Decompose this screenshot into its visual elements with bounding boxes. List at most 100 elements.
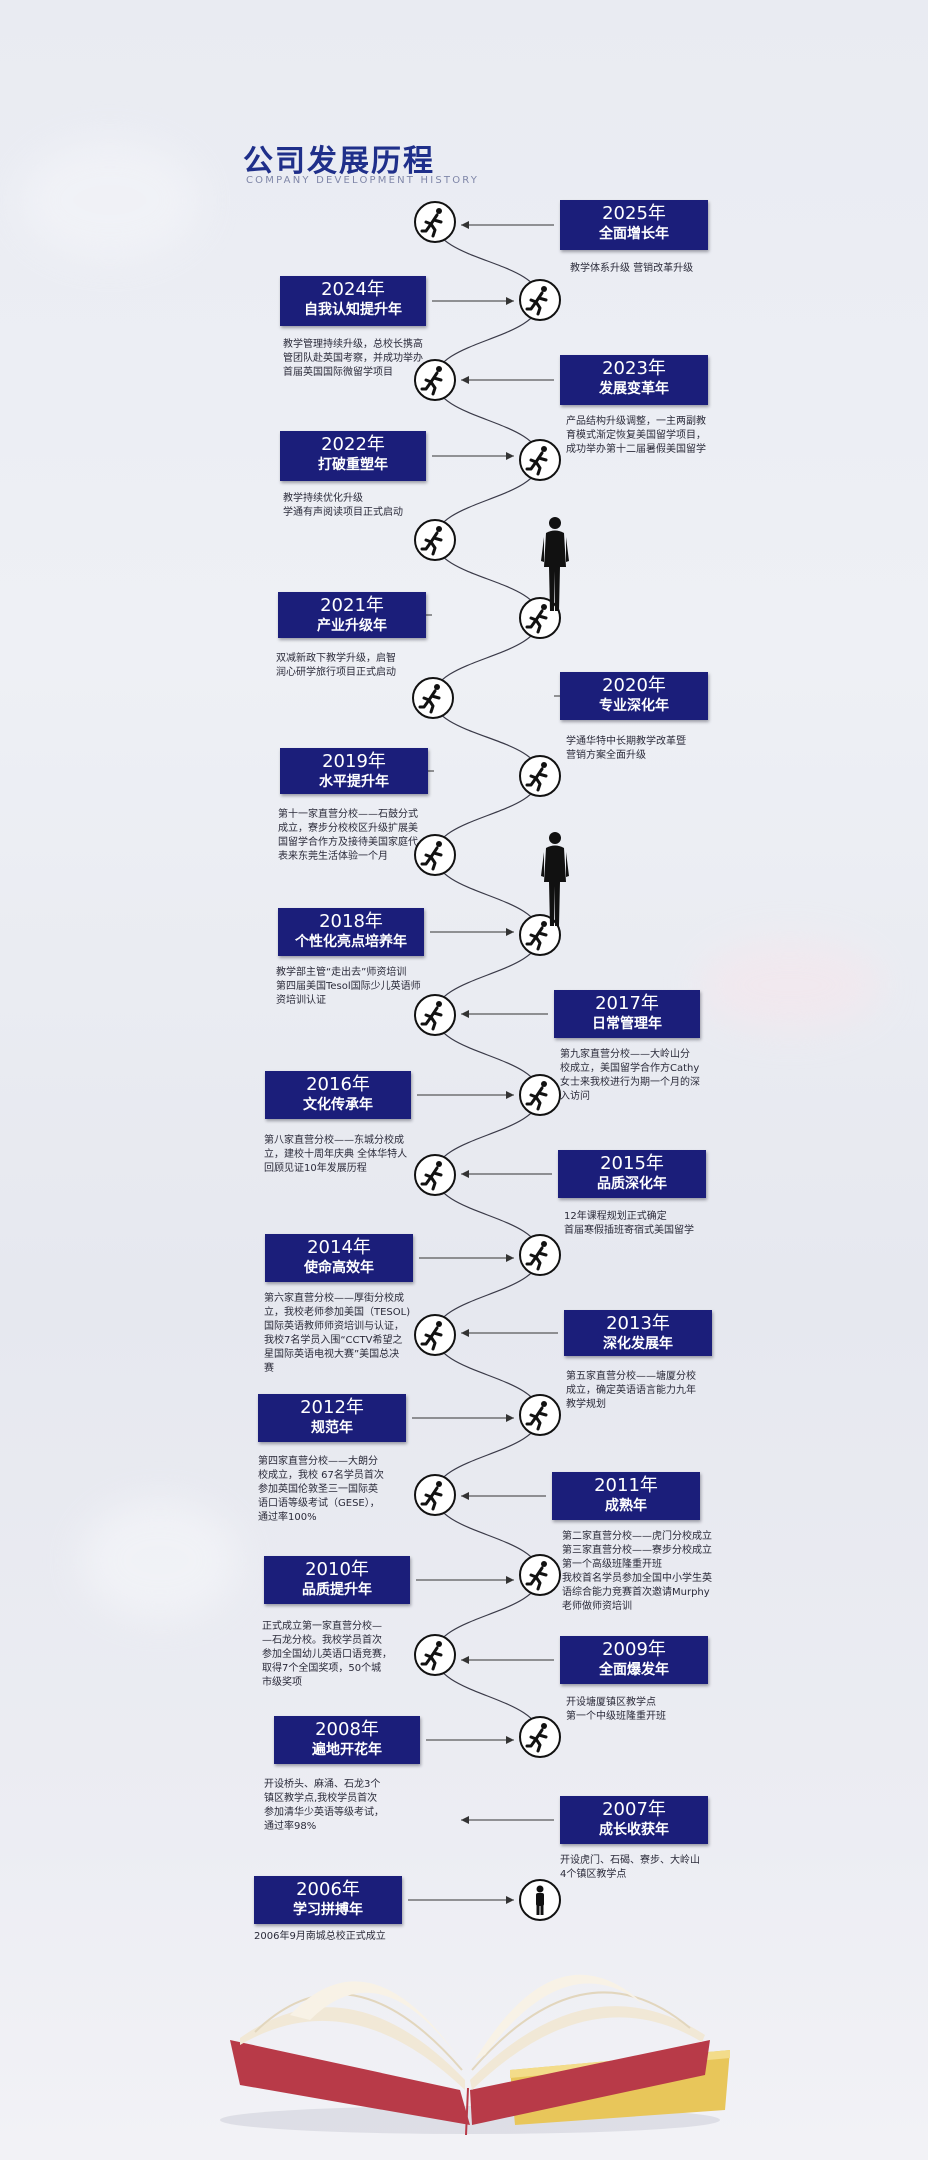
- milestone-year: 2021年: [320, 595, 384, 616]
- milestone-year: 2019年: [322, 751, 386, 772]
- runner-icon: [518, 1233, 562, 1277]
- arrowhead: [506, 1091, 514, 1099]
- milestone-title: 成长收获年: [599, 1822, 669, 1838]
- page-subtitle: COMPANY DEVELOPMENT HISTORY: [246, 175, 480, 186]
- year-box: 2008年遍地开花年: [274, 1716, 420, 1764]
- milestone-description: 开设虎门、石碣、寮步、大岭山 4个镇区教学点: [560, 1855, 700, 1880]
- year-box: 2020年专业深化年: [560, 672, 708, 720]
- year-box: 2014年使命高效年: [265, 1234, 413, 1282]
- runner-icon: [413, 200, 457, 244]
- milestone-title: 遍地开花年: [312, 1742, 382, 1758]
- runner-icon: [518, 1393, 562, 1437]
- milestone-title: 成熟年: [605, 1498, 647, 1514]
- arrowhead: [506, 1896, 514, 1904]
- milestone-description: 第五家直营分校——塘厦分校 成立，确定英语语言能力九年 教学规划: [566, 1371, 696, 1410]
- year-box: 2009年全面爆发年: [560, 1636, 708, 1684]
- arrowhead: [461, 1656, 469, 1664]
- milestone-description: 2006年9月南城总校正式成立: [254, 1931, 386, 1942]
- runner-icon: [413, 358, 457, 402]
- milestone-title: 日常管理年: [592, 1016, 662, 1032]
- milestone-title: 打破重塑年: [318, 457, 388, 473]
- year-box: 2017年日常管理年: [554, 990, 700, 1038]
- milestone-title: 使命高效年: [304, 1260, 374, 1276]
- milestone-year: 2024年: [321, 279, 385, 300]
- arrowhead: [506, 1576, 514, 1584]
- milestone-description: 正式成立第一家直营分校— —石龙分校。我校学员首次 参加全国幼儿英语口语竞赛， …: [262, 1621, 392, 1688]
- runner-icon: [518, 1715, 562, 1759]
- runner-icon: [518, 754, 562, 798]
- milestone-year: 2009年: [602, 1639, 666, 1660]
- milestone-title: 品质深化年: [597, 1176, 667, 1192]
- standing-figure-icon: [518, 1878, 562, 1922]
- milestone-title: 全面增长年: [599, 226, 669, 242]
- year-box: 2006年学习拼搏年: [254, 1876, 402, 1924]
- arrowhead: [461, 1492, 469, 1500]
- milestone-title: 专业深化年: [599, 698, 669, 714]
- arrowhead: [506, 452, 514, 460]
- background-blob: [80, 1500, 240, 1620]
- runner-icon: [411, 676, 455, 720]
- milestone-title: 规范年: [311, 1420, 353, 1436]
- milestone-year: 2020年: [602, 675, 666, 696]
- milestone-year: 2012年: [300, 1397, 364, 1418]
- arrowhead: [506, 1736, 514, 1744]
- arrowhead: [506, 1254, 514, 1262]
- runner-icon: [518, 278, 562, 322]
- arrowhead: [461, 1329, 469, 1337]
- milestone-description: 12年课程规划正式确定 首届寒假插班寄宿式美国留学: [564, 1211, 694, 1236]
- runner-icon: [413, 833, 457, 877]
- background-blob: [700, 940, 880, 1030]
- milestone-year: 2010年: [305, 1559, 369, 1580]
- milestone-year: 2023年: [602, 358, 666, 379]
- runner-icon: [413, 1313, 457, 1357]
- milestone-title: 个性化亮点培养年: [295, 934, 407, 950]
- milestone-description: 第二家直营分校——虎门分校成立 第三家直营分校——寮步分校成立 第一个高级班隆重…: [562, 1531, 712, 1612]
- arrowhead: [461, 376, 469, 384]
- milestone-year: 2008年: [315, 1719, 379, 1740]
- milestone-description: 双减新政下教学升级，启智 润心研学旅行项目正式启动: [276, 653, 396, 678]
- runner-icon: [413, 993, 457, 1037]
- milestone-title: 全面爆发年: [599, 1662, 669, 1678]
- milestone-description: 教学体系升级 营销改革升级: [570, 263, 694, 274]
- year-box: 2023年发展变革年: [560, 355, 708, 405]
- page-title: 公司发展历程: [243, 144, 435, 179]
- background-blob: [20, 140, 200, 260]
- milestone-year: 2016年: [306, 1074, 370, 1095]
- milestone-year: 2006年: [296, 1879, 360, 1900]
- milestone-year: 2007年: [602, 1799, 666, 1820]
- milestone-title: 自我认知提升年: [304, 302, 402, 318]
- milestone-title: 学习拼搏年: [293, 1902, 363, 1918]
- year-box: 2022年打破重塑年: [280, 431, 426, 481]
- runner-icon: [413, 1153, 457, 1197]
- milestone-title: 产业升级年: [317, 618, 387, 634]
- milestone-description: 第六家直营分校——厚街分校成 立，我校老师参加美国（TESOL) 国际英语教师师…: [264, 1293, 411, 1374]
- milestone-year: 2018年: [319, 911, 383, 932]
- milestone-description: 第九家直营分校——大岭山分 校成立，美国留学合作方Cathy 女士来我校进行为期…: [560, 1049, 700, 1102]
- milestone-title: 文化传承年: [303, 1097, 373, 1113]
- milestone-year: 2025年: [602, 203, 666, 224]
- milestone-description: 教学持续优化升级 学通有声阅读项目正式启动: [283, 493, 403, 518]
- milestone-title: 发展变革年: [599, 381, 669, 397]
- milestone-year: 2015年: [600, 1153, 664, 1174]
- milestone-description: 学通华特中长期教学改革暨 营销方案全面升级: [566, 736, 686, 761]
- milestone-year: 2013年: [606, 1313, 670, 1334]
- milestone-description: 教学管理持续升级，总校长携高 管团队赴英国考察，并成功举办 首届英国国际微留学项…: [283, 339, 423, 378]
- arrowhead: [506, 1414, 514, 1422]
- milestone-description: 第十一家直营分校——石鼓分式 成立，寮步分校校区升级扩展美 国留学合作方及接待美…: [278, 809, 418, 862]
- milestone-description: 开设桥头、麻涌、石龙3个 镇区教学点,我校学员首次 参加清华少英语等级考试， 通…: [264, 1779, 384, 1832]
- milestone-description: 第八家直营分校——东城分校成 立，建校十周年庆典 全体华特人 回顾见证10年发展…: [264, 1135, 408, 1174]
- arrowhead: [461, 221, 469, 229]
- arrowhead: [461, 1170, 469, 1178]
- milestone-title: 水平提升年: [319, 774, 389, 790]
- year-box: 2016年文化传承年: [265, 1071, 411, 1119]
- year-box: 2013年深化发展年: [564, 1310, 712, 1356]
- arrowhead: [506, 297, 514, 305]
- year-box: 2021年产业升级年: [278, 592, 426, 638]
- businessman-silhouette: [540, 515, 570, 615]
- businessman-silhouette: [540, 830, 570, 930]
- arrowhead: [461, 1010, 469, 1018]
- runner-icon: [413, 1633, 457, 1677]
- milestone-year: 2011年: [594, 1475, 658, 1496]
- milestone-description: 第四家直营分校——大朗分 校成立，我校 67名学员首次 参加英国伦敦圣三一国际英…: [258, 1456, 384, 1523]
